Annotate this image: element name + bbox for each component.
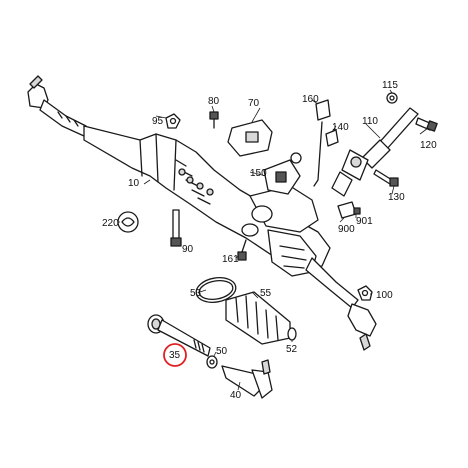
inner-tie-rod-35[interactable] bbox=[147, 314, 211, 357]
callout-901: 901 bbox=[356, 216, 373, 227]
callout-55: 55 bbox=[260, 288, 272, 299]
washer-115[interactable] bbox=[386, 92, 398, 104]
callout-80: 80 bbox=[208, 96, 220, 107]
clamp-52[interactable] bbox=[287, 327, 297, 341]
highlight-ring bbox=[163, 343, 187, 367]
nut-100[interactable] bbox=[357, 285, 373, 301]
part-150[interactable] bbox=[263, 152, 302, 195]
callout-140: 140 bbox=[332, 122, 349, 133]
callout-130: 130 bbox=[388, 192, 405, 203]
callout-115: 115 bbox=[382, 80, 398, 91]
steering-shaft[interactable] bbox=[331, 107, 419, 197]
callout-70: 70 bbox=[248, 98, 260, 109]
boot-55[interactable] bbox=[225, 291, 291, 345]
callout-120: 120 bbox=[420, 140, 437, 151]
nut-50[interactable] bbox=[206, 355, 218, 369]
callout-35: 35 bbox=[169, 350, 181, 361]
callout-52: 52 bbox=[286, 344, 298, 355]
bolt-130[interactable] bbox=[373, 169, 399, 187]
callout-90: 90 bbox=[182, 244, 194, 255]
callout-110: 110 bbox=[362, 116, 378, 127]
callout-900: 900 bbox=[338, 224, 355, 235]
clamp-53[interactable] bbox=[194, 275, 238, 306]
part-70[interactable] bbox=[227, 119, 273, 157]
right-tie-rod-end[interactable] bbox=[347, 303, 377, 351]
steering-rack-housing[interactable] bbox=[83, 125, 359, 309]
callout-161: 161 bbox=[222, 254, 239, 265]
part-901[interactable] bbox=[353, 207, 361, 215]
leader-lines bbox=[118, 89, 429, 391]
bolt-120[interactable] bbox=[415, 117, 438, 132]
callout-100: 100 bbox=[376, 290, 393, 301]
nut-95[interactable] bbox=[165, 113, 181, 129]
callout-53: 53 bbox=[190, 288, 202, 299]
bolt-90[interactable] bbox=[170, 209, 182, 247]
callout-150: 150 bbox=[250, 168, 267, 179]
callout-160: 160 bbox=[302, 94, 319, 105]
bolt-80[interactable] bbox=[209, 111, 219, 129]
outer-tie-rod-end-40[interactable] bbox=[221, 359, 273, 399]
callout-labels: 10 95 80 70 160 115 110 140 120 150 130 … bbox=[102, 80, 437, 401]
bolt-161[interactable] bbox=[237, 239, 247, 261]
callout-95: 95 bbox=[152, 116, 164, 127]
callout-220: 220 bbox=[102, 218, 119, 229]
callout-50: 50 bbox=[216, 346, 228, 357]
left-tie-rod-end[interactable] bbox=[27, 75, 87, 137]
callout-10: 10 bbox=[128, 178, 140, 189]
part-900[interactable] bbox=[337, 201, 357, 219]
part-220[interactable] bbox=[117, 211, 139, 233]
part-160[interactable] bbox=[313, 99, 331, 187]
callout-40: 40 bbox=[230, 390, 242, 401]
